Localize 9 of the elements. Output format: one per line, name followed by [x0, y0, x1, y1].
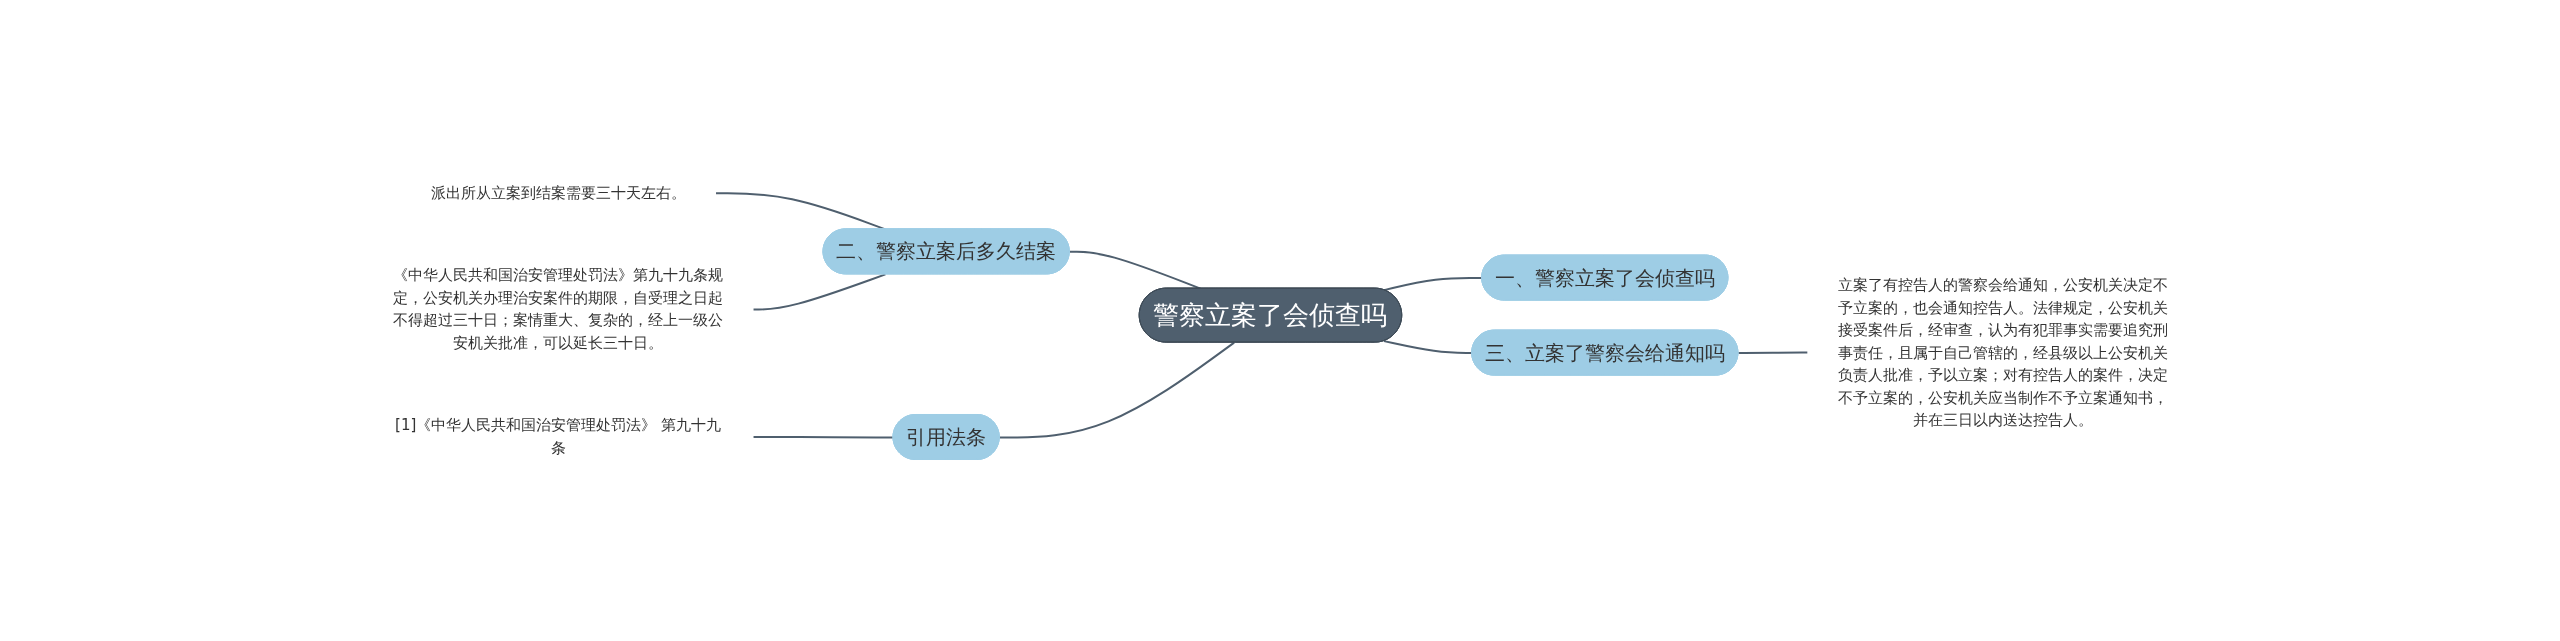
- connector: [998, 341, 1235, 439]
- connector: [1382, 276, 1483, 291]
- connector: [1382, 339, 1473, 354]
- node-text: 派出所从立案到结案需要三十天左右。: [430, 183, 686, 202]
- connector: [1736, 351, 1809, 354]
- node-text: 立案了有控告人的警察会给通知，公安机关决定不予立案的，也会通知控告人。法律规定，公安机关接受案件后，经审查，认为有犯罪事实需要追究刑事责任，且属于自己管辖的，经县级以上公安机关负责人批准，予以立案；对有控告人的案件，决定不予立案的，公安机关应当制作不予立案通知书，并在三日以内送达控告人。: [1837, 275, 2168, 429]
- node-text: [1]《中华人民共和国治安管理处罚法》 第九十九条: [394, 416, 721, 457]
- node-text: 《中华人民共和国治安管理处罚法》第九十九条规定，公安机关办理治安案件的期限，自受理之日起不得超过三十日；案情重大、复杂的，经上一级公安机关批准，可以延长三十日。: [392, 266, 723, 352]
- connector: [751, 273, 886, 311]
